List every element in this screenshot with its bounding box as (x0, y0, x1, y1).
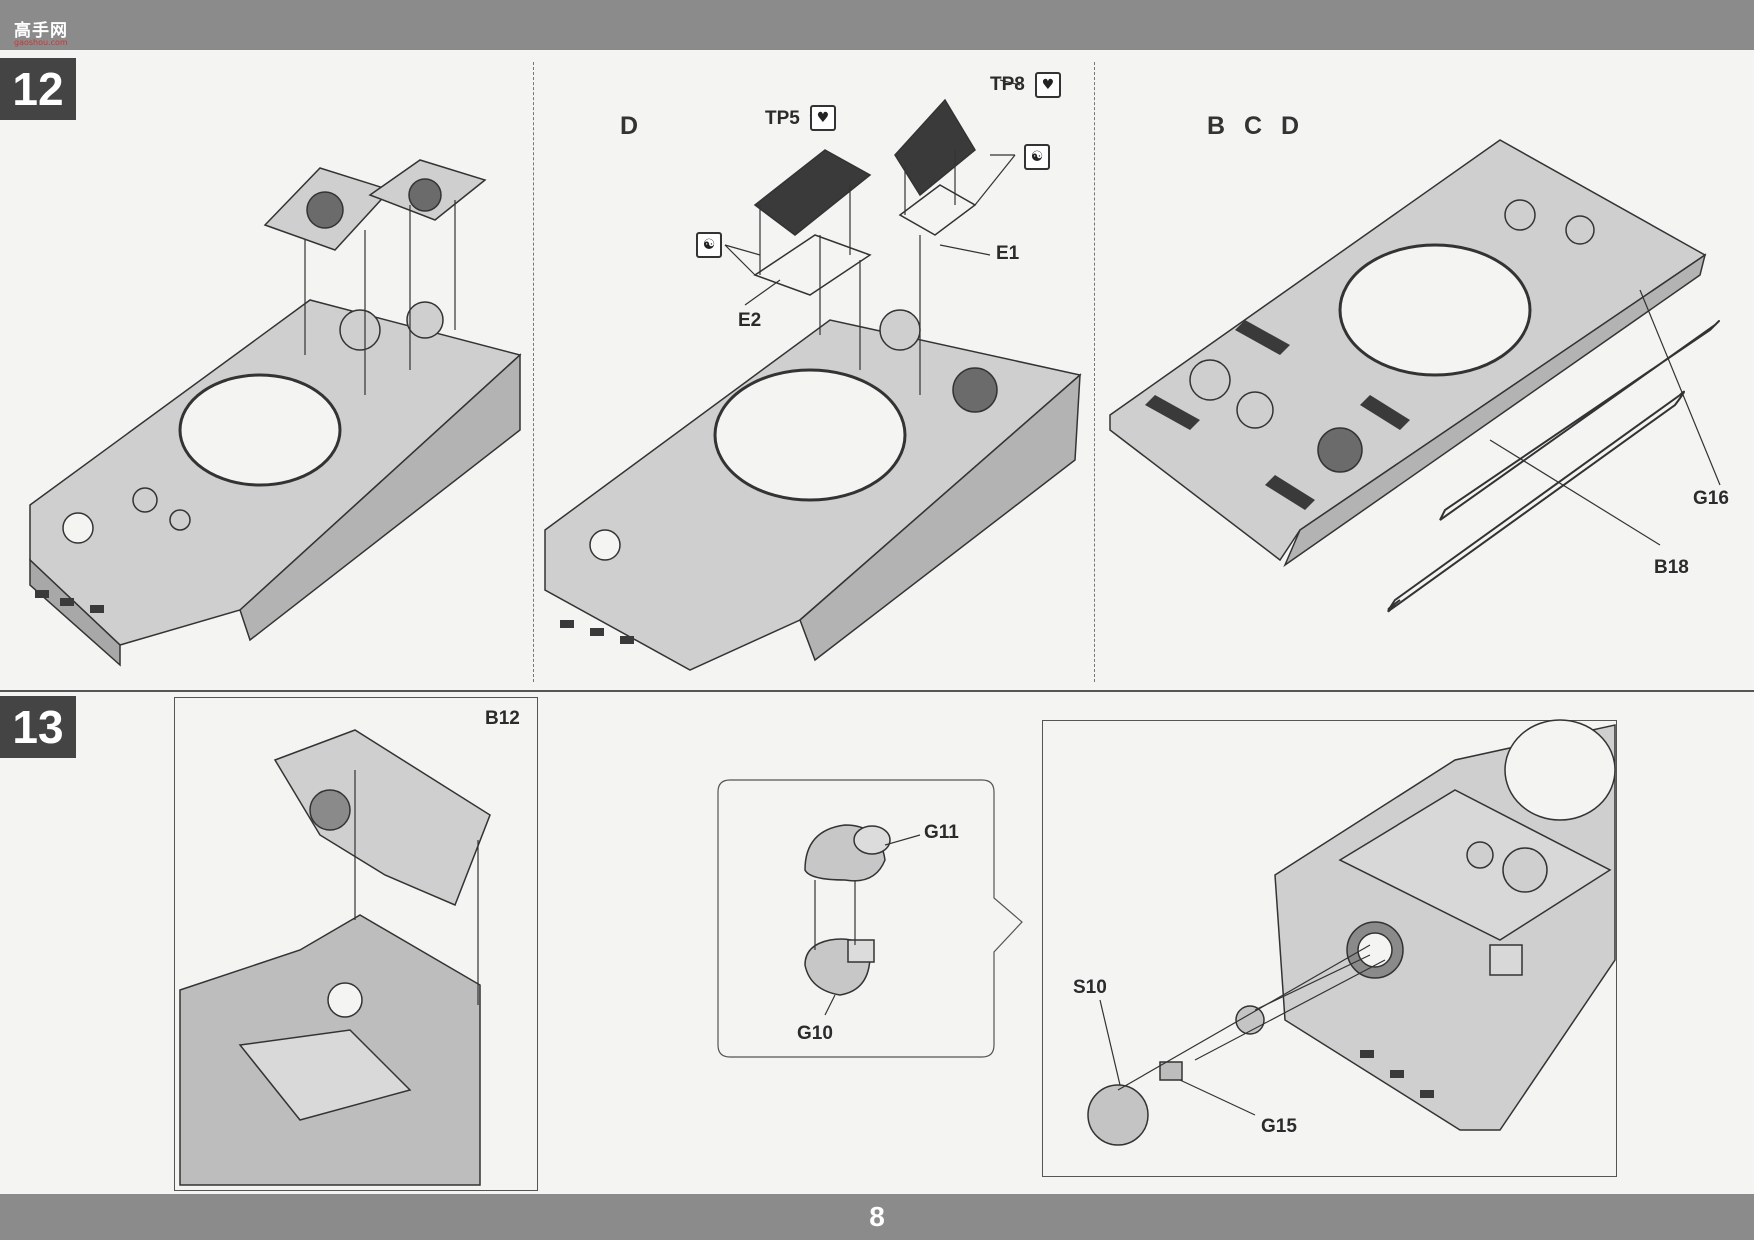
watermark-logo: 高手网 gaoshou.com (6, 8, 70, 47)
yin-yang-icon: ☯ (696, 232, 722, 258)
step12-panel3-group-letters: B C D (1207, 112, 1306, 140)
label-g11: G11 (924, 822, 959, 843)
top-header-bar (0, 0, 1754, 50)
label-tp5: TP5 (765, 108, 800, 129)
panel-divider-1 (533, 62, 534, 682)
step-12-badge: 12 (0, 58, 76, 120)
label-b18: B18 (1654, 557, 1689, 578)
step-13-badge: 13 (0, 696, 76, 758)
label-tp8: TP8 (990, 74, 1025, 95)
label-b12: B12 (485, 708, 520, 729)
page-number: 8 (869, 1201, 885, 1232)
bottom-footer-bar (0, 1194, 1754, 1240)
yin-yang-icon: ☯ (1024, 144, 1050, 170)
label-e2: E2 (738, 310, 762, 331)
logo-subtext: gaoshou.com (14, 38, 68, 47)
step12-panel2-group-letter: D (620, 112, 645, 140)
logo-text: 高手网 (14, 21, 68, 41)
label-g16: G16 (1693, 488, 1729, 509)
broken-heart-icon: ♥ (1035, 72, 1061, 98)
panel-divider-2 (1094, 62, 1095, 682)
heart-icon: ♥ (810, 105, 836, 131)
label-s10: S10 (1073, 977, 1107, 998)
step13-panel1-frame (174, 697, 538, 1191)
section-divider (0, 690, 1754, 692)
step13-panel3-frame (1042, 720, 1617, 1177)
label-e1: E1 (996, 243, 1020, 264)
label-g15: G15 (1261, 1116, 1297, 1137)
label-g10: G10 (797, 1023, 833, 1044)
